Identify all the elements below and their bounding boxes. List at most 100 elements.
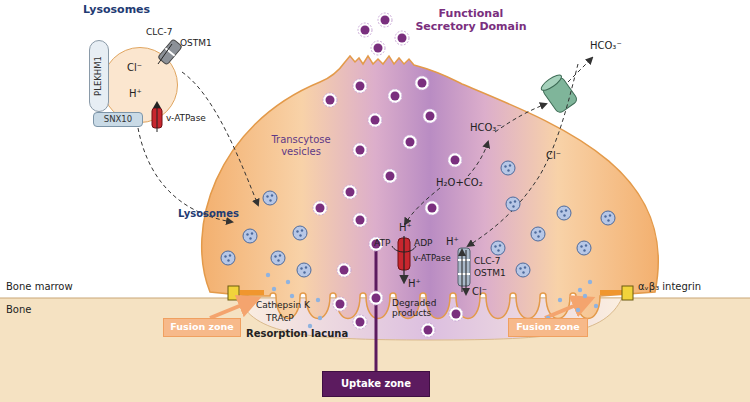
lysosome (577, 241, 591, 255)
ion-label: Cl⁻ (127, 62, 142, 74)
vesicle (395, 31, 409, 45)
protein-name: PLEKHM1 (94, 56, 104, 96)
enzyme-dot (272, 287, 276, 291)
ion-label: HCO₃⁻ (590, 40, 622, 52)
ion-label: H⁺ (408, 278, 421, 290)
snx10-protein: SNX10 (93, 112, 143, 127)
lysosome (263, 191, 277, 205)
vesicle (369, 291, 383, 305)
proton-arrow (462, 250, 463, 292)
enzyme-label: Cathepsin K (256, 300, 310, 310)
sealing-zone (240, 290, 264, 295)
lysosome (531, 227, 545, 241)
fusion-arrow (210, 300, 254, 318)
vesicle (358, 23, 372, 37)
vesicle (371, 41, 385, 55)
protein-name: CLC-7 (146, 27, 173, 37)
clc7-symbol (458, 248, 470, 286)
lysosome (506, 197, 520, 211)
clc7-stripe (458, 273, 470, 275)
enzyme-dot (558, 298, 562, 302)
vesicle (337, 263, 351, 277)
osteoclast-cell (202, 56, 659, 319)
energy-label: ATP (374, 238, 390, 248)
enzyme-dot (583, 294, 587, 298)
ion-label: H⁺ (399, 222, 412, 234)
ion-label: Cl⁻ (546, 150, 561, 162)
enzyme-dot (588, 280, 592, 284)
enzyme-dot (318, 316, 322, 320)
enzyme-dot (594, 304, 598, 308)
zone-box: Uptake zone (322, 371, 430, 397)
enzyme-dot (266, 273, 270, 277)
vesicle (378, 13, 392, 27)
lysosome (491, 241, 505, 255)
clc7-stripe (165, 48, 174, 56)
vesicle (403, 135, 417, 149)
proton-arrow (403, 236, 404, 282)
region-label: Bone marrow (6, 281, 73, 293)
protein-name: αᵥβ₃ integrin (638, 281, 701, 293)
lysosome-label: Lysosomes (178, 208, 239, 220)
atp-arc (392, 246, 416, 252)
vesicle (388, 89, 402, 103)
chloride-arrow (466, 250, 467, 294)
plekhm1-protein: PLEKHM1 (89, 40, 109, 112)
vesicle (415, 76, 429, 90)
ion-label: H⁺ (446, 236, 459, 248)
vesicle-label: Transcytose vesicles (258, 134, 344, 157)
enzyme-dot (578, 288, 582, 292)
chloride-arrow (468, 64, 578, 246)
integrin-symbol (228, 286, 239, 300)
product-label: Degraded products (392, 298, 450, 319)
reaction-arrow (405, 188, 440, 224)
protein-name: CLC-7 (474, 256, 501, 266)
vesicle (353, 213, 367, 227)
enzyme-dot (286, 280, 290, 284)
protein-name: OSTM1 (474, 268, 506, 278)
lysosome (501, 161, 515, 175)
vesicle (448, 153, 462, 167)
enzyme-dot (576, 308, 580, 312)
vesicle (423, 109, 437, 123)
protein-name: v-ATPase (166, 113, 206, 123)
lysosome (557, 206, 571, 220)
lysosome (243, 229, 257, 243)
vesicle (323, 93, 337, 107)
bicarbonate-arrow (568, 58, 592, 82)
fusion-arrow (545, 300, 588, 318)
zone-name: Fusion zone (170, 322, 234, 333)
enzyme-dot (316, 298, 320, 302)
zone-box: Fusion zone (508, 318, 588, 337)
bicarbonate-arrow (495, 104, 546, 132)
exchanger-symbol (539, 73, 578, 115)
region-label: Bone (6, 304, 31, 316)
energy-label: ADP (414, 238, 433, 248)
uptake-line (375, 250, 378, 371)
lysosome (221, 251, 235, 265)
protein-name: v-ATPase (413, 254, 451, 264)
vesicle (353, 79, 367, 93)
enzyme-dot (308, 324, 312, 328)
vesicle (449, 307, 463, 321)
protein-name: OSTM1 (180, 38, 212, 48)
ion-label: HCO₃⁻ (470, 122, 502, 134)
vesicle (425, 201, 439, 215)
exchanger-top (539, 73, 563, 93)
heading: Lysosomes (83, 4, 150, 17)
vesicle (333, 297, 347, 311)
vesicle (353, 315, 367, 329)
lacuna-label: Resorption lacuna (246, 328, 348, 340)
protein-name: SNX10 (104, 115, 132, 125)
lysosome (516, 263, 530, 277)
transport-arrow (182, 72, 258, 205)
clc7-stripe (458, 259, 470, 261)
integrin-symbol (622, 286, 633, 300)
lysosome (601, 211, 615, 225)
domain-title: Functional Secretory Domain (410, 8, 532, 33)
enzyme-dot (290, 294, 294, 298)
ion-label: H⁺ (129, 88, 142, 100)
zone-box: Fusion zone (163, 318, 241, 337)
zone-name: Uptake zone (341, 378, 411, 390)
